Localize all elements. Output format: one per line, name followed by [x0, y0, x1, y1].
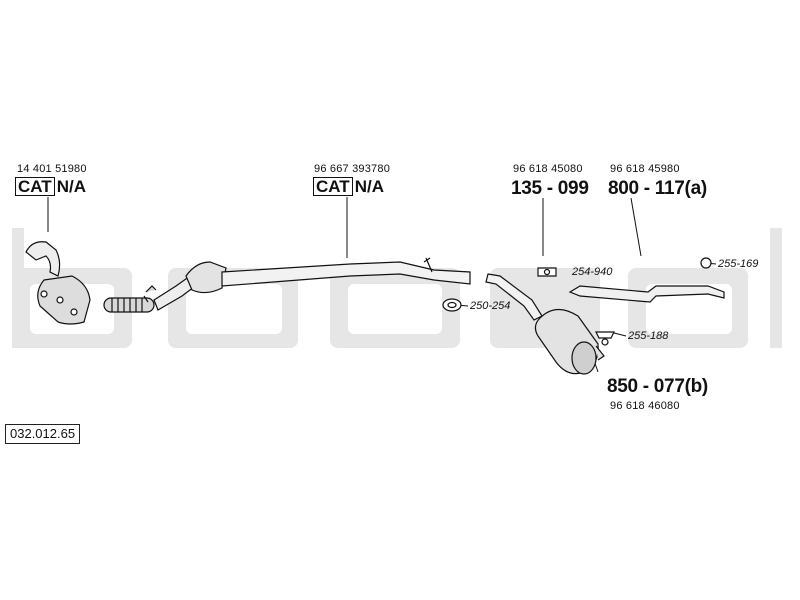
fitting-ref-label: 254-940 [572, 266, 613, 278]
oe-number-label: 96 667 393780 [314, 163, 391, 175]
oe-number-label: 96 618 45980 [610, 163, 680, 175]
fitting-ref-label: 255-169 [718, 258, 759, 270]
fitting-icons[interactable] [442, 257, 712, 346]
oe-number-label: 96 618 46080 [610, 400, 680, 412]
part-number-label[interactable]: 800 - 117(a) [608, 178, 707, 199]
oe-number-label: 14 401 51980 [17, 163, 87, 175]
status-label: N/A [354, 177, 384, 196]
status-label: N/A [56, 177, 86, 196]
dpf-cat-part[interactable] [185, 257, 471, 294]
fitting-ref-label: 250-254 [470, 300, 511, 312]
cat-box-label: CAT [313, 177, 353, 196]
fitting-ref-label: 255-188 [628, 330, 669, 342]
diagram-code-label: 032.012.65 [5, 424, 81, 445]
oe-number-label: 96 618 45080 [513, 163, 583, 175]
manifold-cat-part[interactable] [25, 241, 91, 325]
rear-silencer-part[interactable] [485, 273, 605, 375]
cat-box-label: CAT [15, 177, 55, 196]
part-number-label[interactable]: 850 - 077(b) [607, 376, 708, 397]
part-number-label[interactable]: 135 - 099 [511, 178, 589, 199]
tail-pipe-part[interactable] [568, 285, 725, 303]
